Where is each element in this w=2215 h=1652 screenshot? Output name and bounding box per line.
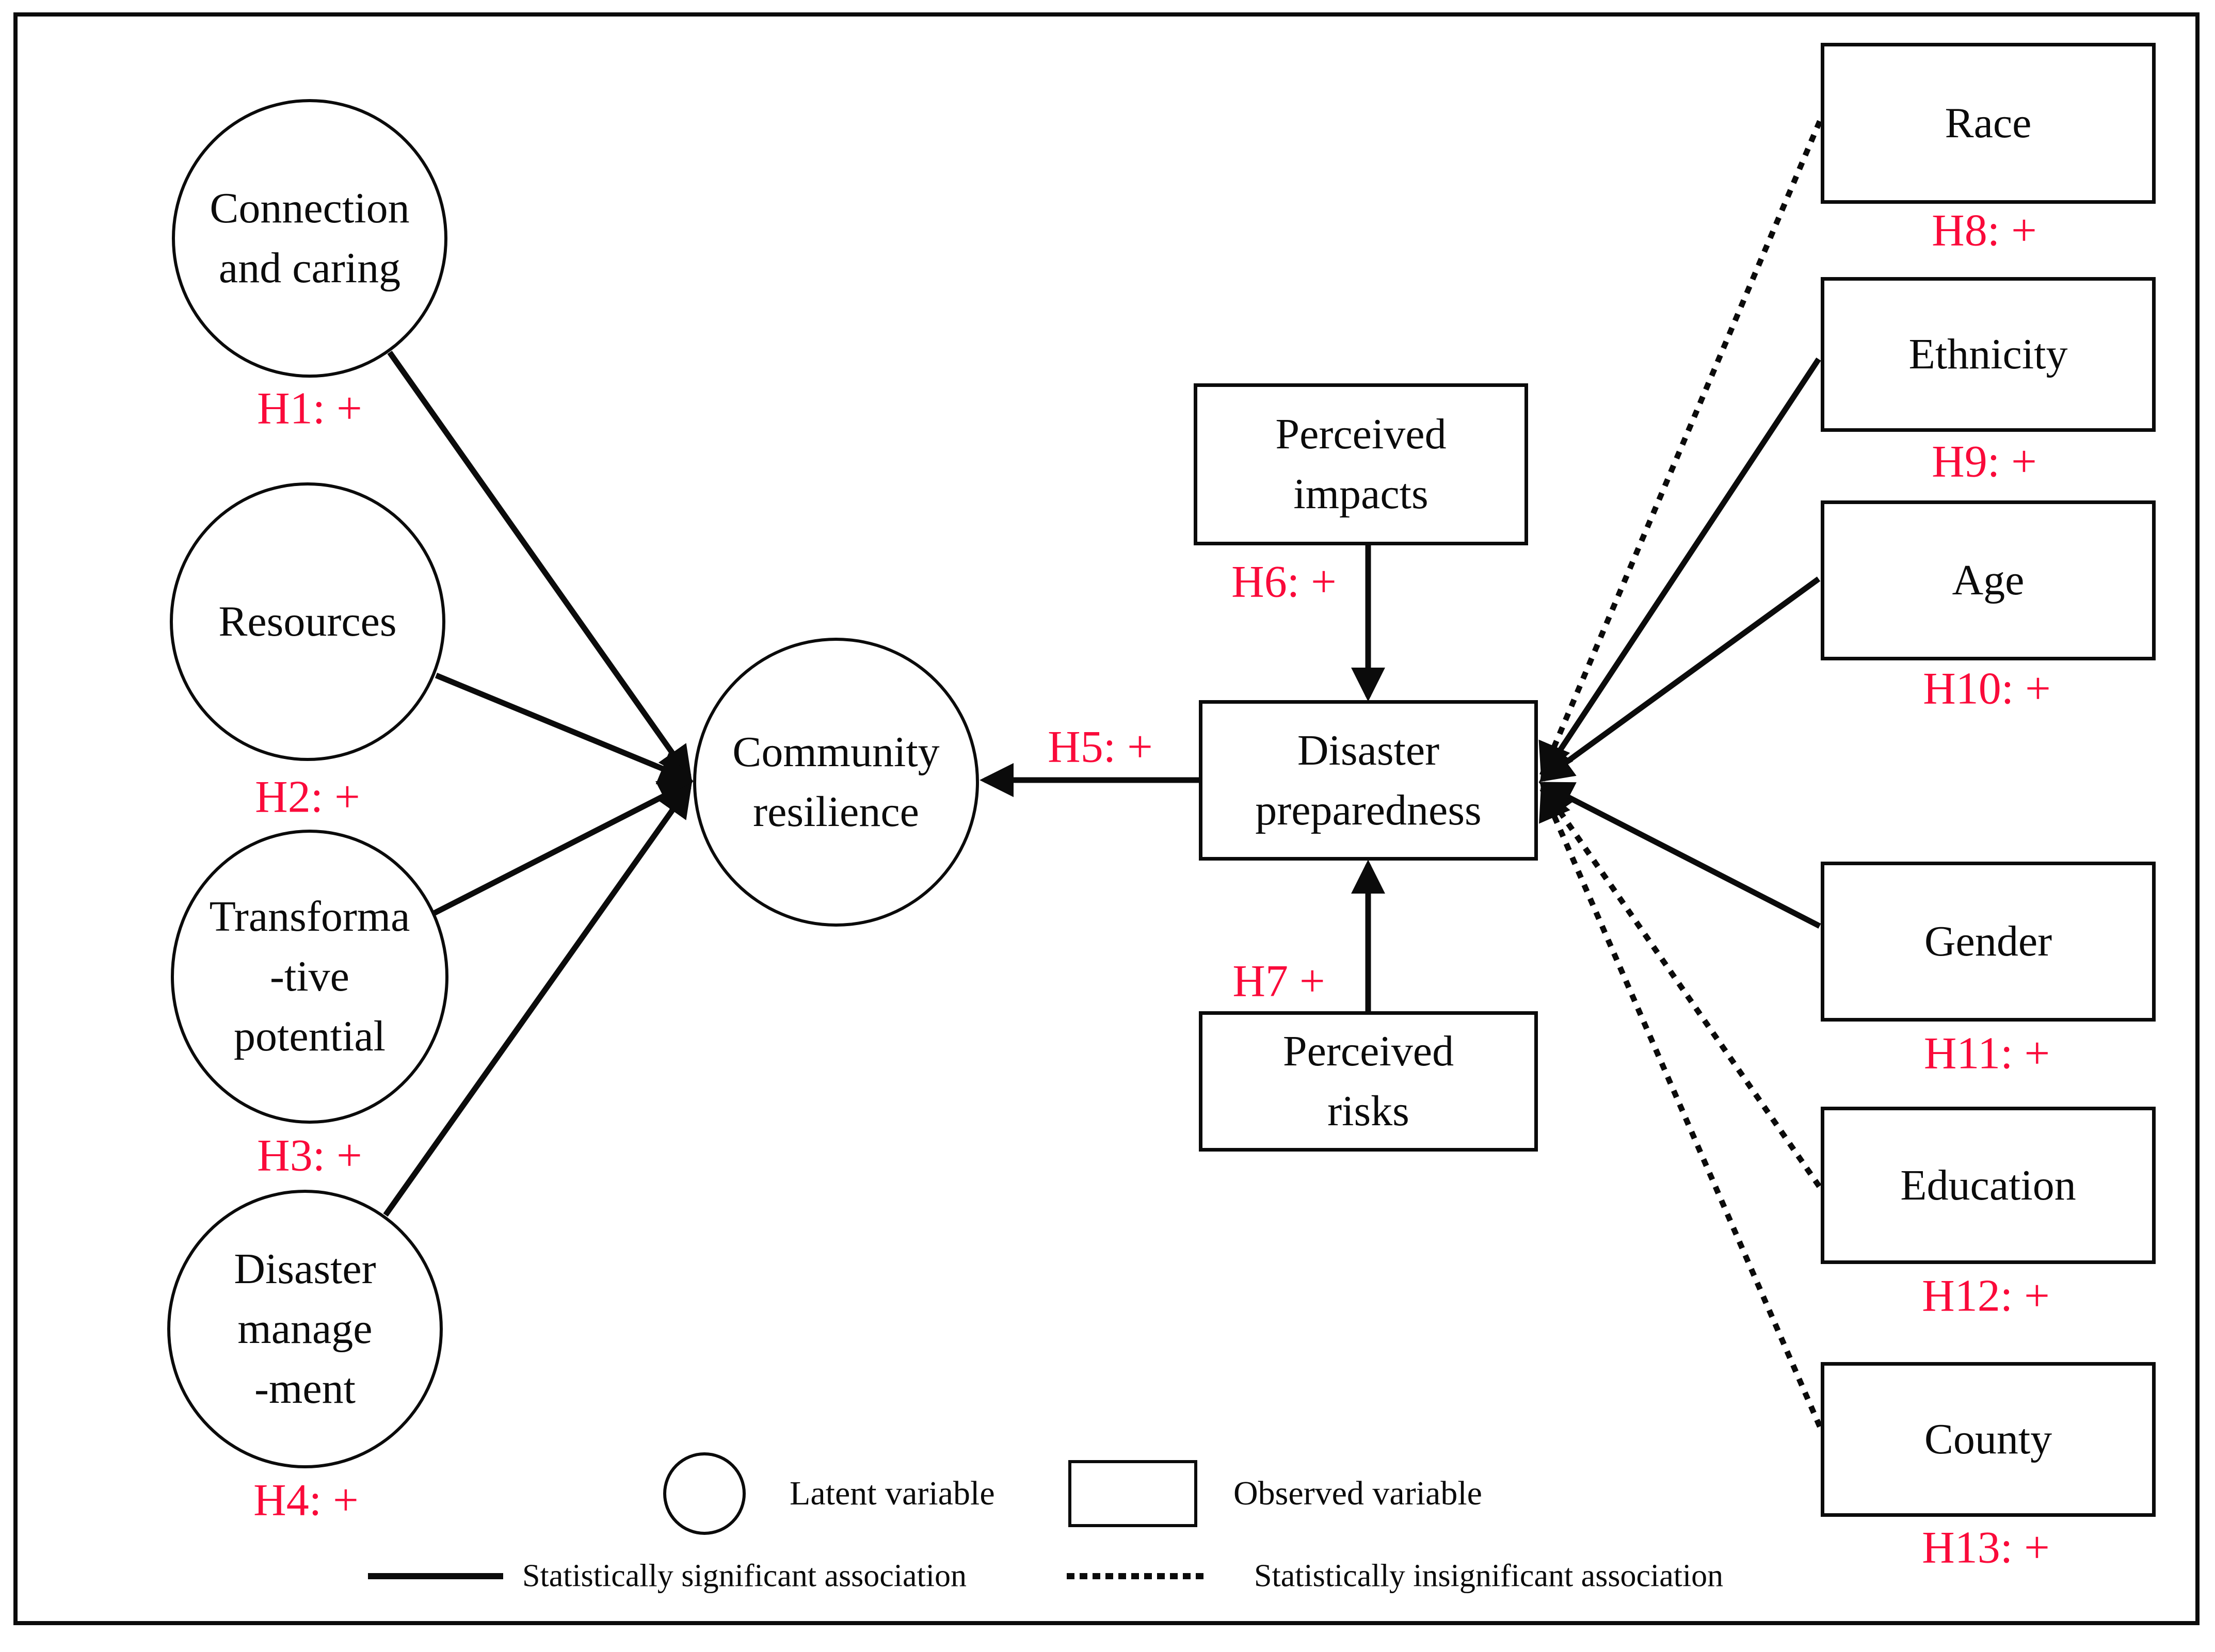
node-label: -tive xyxy=(270,952,349,1001)
observed-box-county: County xyxy=(1821,1362,2156,1517)
node-label: risks xyxy=(1327,1087,1409,1135)
node-label: Disaster xyxy=(1297,726,1440,774)
latent-circle-resources: Resources xyxy=(170,482,445,761)
hypothesis-label-h12: H12: + xyxy=(1922,1271,2050,1321)
connector-gender-significant xyxy=(1538,782,1821,929)
hypothesis-label-h9: H9: + xyxy=(1932,436,2037,487)
hypothesis-label-h6: H6: + xyxy=(1231,557,1337,607)
connector-ethnicity-significant xyxy=(1540,357,1821,781)
connector-h4-significant xyxy=(383,782,692,1217)
hypothesis-label-h7: H7 + xyxy=(1232,956,1325,1007)
legend-insignificant-label: Statistically insignificant association xyxy=(1254,1558,1724,1594)
node-label: and caring xyxy=(218,244,401,292)
node-label: Resources xyxy=(218,597,397,646)
node-label: Transforma xyxy=(209,893,410,941)
hypothesis-label-h10: H10: + xyxy=(1923,663,2051,714)
observed-box-perceived-risks: Perceived risks xyxy=(1199,1011,1538,1152)
observed-box-disaster-preparedness: Disaster preparedness xyxy=(1199,700,1538,861)
figure-border xyxy=(13,12,2200,1625)
hypothesis-label-h5: H5: + xyxy=(1048,722,1153,772)
hypothesis-label-h13: H13: + xyxy=(1922,1523,2050,1573)
connector-education-insignificant xyxy=(1539,783,1822,1188)
legend-significant-label: Statistically significant association xyxy=(522,1558,967,1594)
observed-box-education: Education xyxy=(1821,1107,2156,1264)
node-label: Age xyxy=(1952,556,2025,605)
connector-h1-significant xyxy=(387,350,692,781)
latent-circle-disaster-management: Disaster manage -ment xyxy=(167,1190,443,1468)
hypothesis-label-h3: H3: + xyxy=(257,1130,362,1181)
hypothesis-label-h2: H2: + xyxy=(255,772,360,822)
node-label: manage xyxy=(237,1305,373,1353)
hypothesis-label-h11: H11: + xyxy=(1923,1028,2050,1079)
node-label: Gender xyxy=(1924,917,2052,966)
node-label: potential xyxy=(234,1012,386,1060)
node-label: Disaster xyxy=(234,1245,376,1293)
observed-box-age: Age xyxy=(1821,500,2156,660)
latent-circle-transformative-potential: Transforma -tive potential xyxy=(171,830,448,1124)
hypothesis-label-h8: H8: + xyxy=(1932,205,2037,256)
legend-observed-label: Observed variable xyxy=(1233,1475,1482,1512)
node-label: Perceived xyxy=(1275,410,1447,459)
node-label: -ment xyxy=(254,1364,356,1413)
node-label: Race xyxy=(1945,99,2032,148)
connector-h2-significant xyxy=(435,672,694,785)
node-label: Perceived xyxy=(1282,1027,1454,1076)
latent-circle-community-resilience: Community resilience xyxy=(693,638,979,927)
node-label: County xyxy=(1924,1415,2052,1464)
connector-age-significant xyxy=(1538,576,1821,782)
legend-latent-label: Latent variable xyxy=(790,1475,995,1512)
observed-box-race: Race xyxy=(1821,43,2156,204)
legend-observed-rect-swatch xyxy=(1068,1460,1197,1527)
node-label: Community xyxy=(732,728,940,776)
node-label: impacts xyxy=(1293,470,1428,518)
node-label: resilience xyxy=(753,788,919,836)
observed-box-ethnicity: Ethnicity xyxy=(1821,277,2156,432)
hypothesis-label-h4: H4: + xyxy=(253,1475,359,1526)
latent-circle-connection-and-caring: Connection and caring xyxy=(172,99,447,378)
connector-h3-significant xyxy=(432,781,694,916)
node-label: Education xyxy=(1900,1161,2076,1209)
observed-box-gender: Gender xyxy=(1821,862,2156,1022)
node-label: Connection xyxy=(210,184,410,233)
legend-latent-circle-swatch xyxy=(663,1452,746,1535)
node-label: Ethnicity xyxy=(1908,330,2068,379)
observed-box-perceived-impacts: Perceived impacts xyxy=(1194,383,1528,545)
connector-race-insignificant xyxy=(1538,120,1823,778)
connector-county-insignificant xyxy=(1539,785,1823,1428)
node-label: preparedness xyxy=(1255,786,1482,834)
hypothesis-label-h1: H1: + xyxy=(257,383,362,434)
